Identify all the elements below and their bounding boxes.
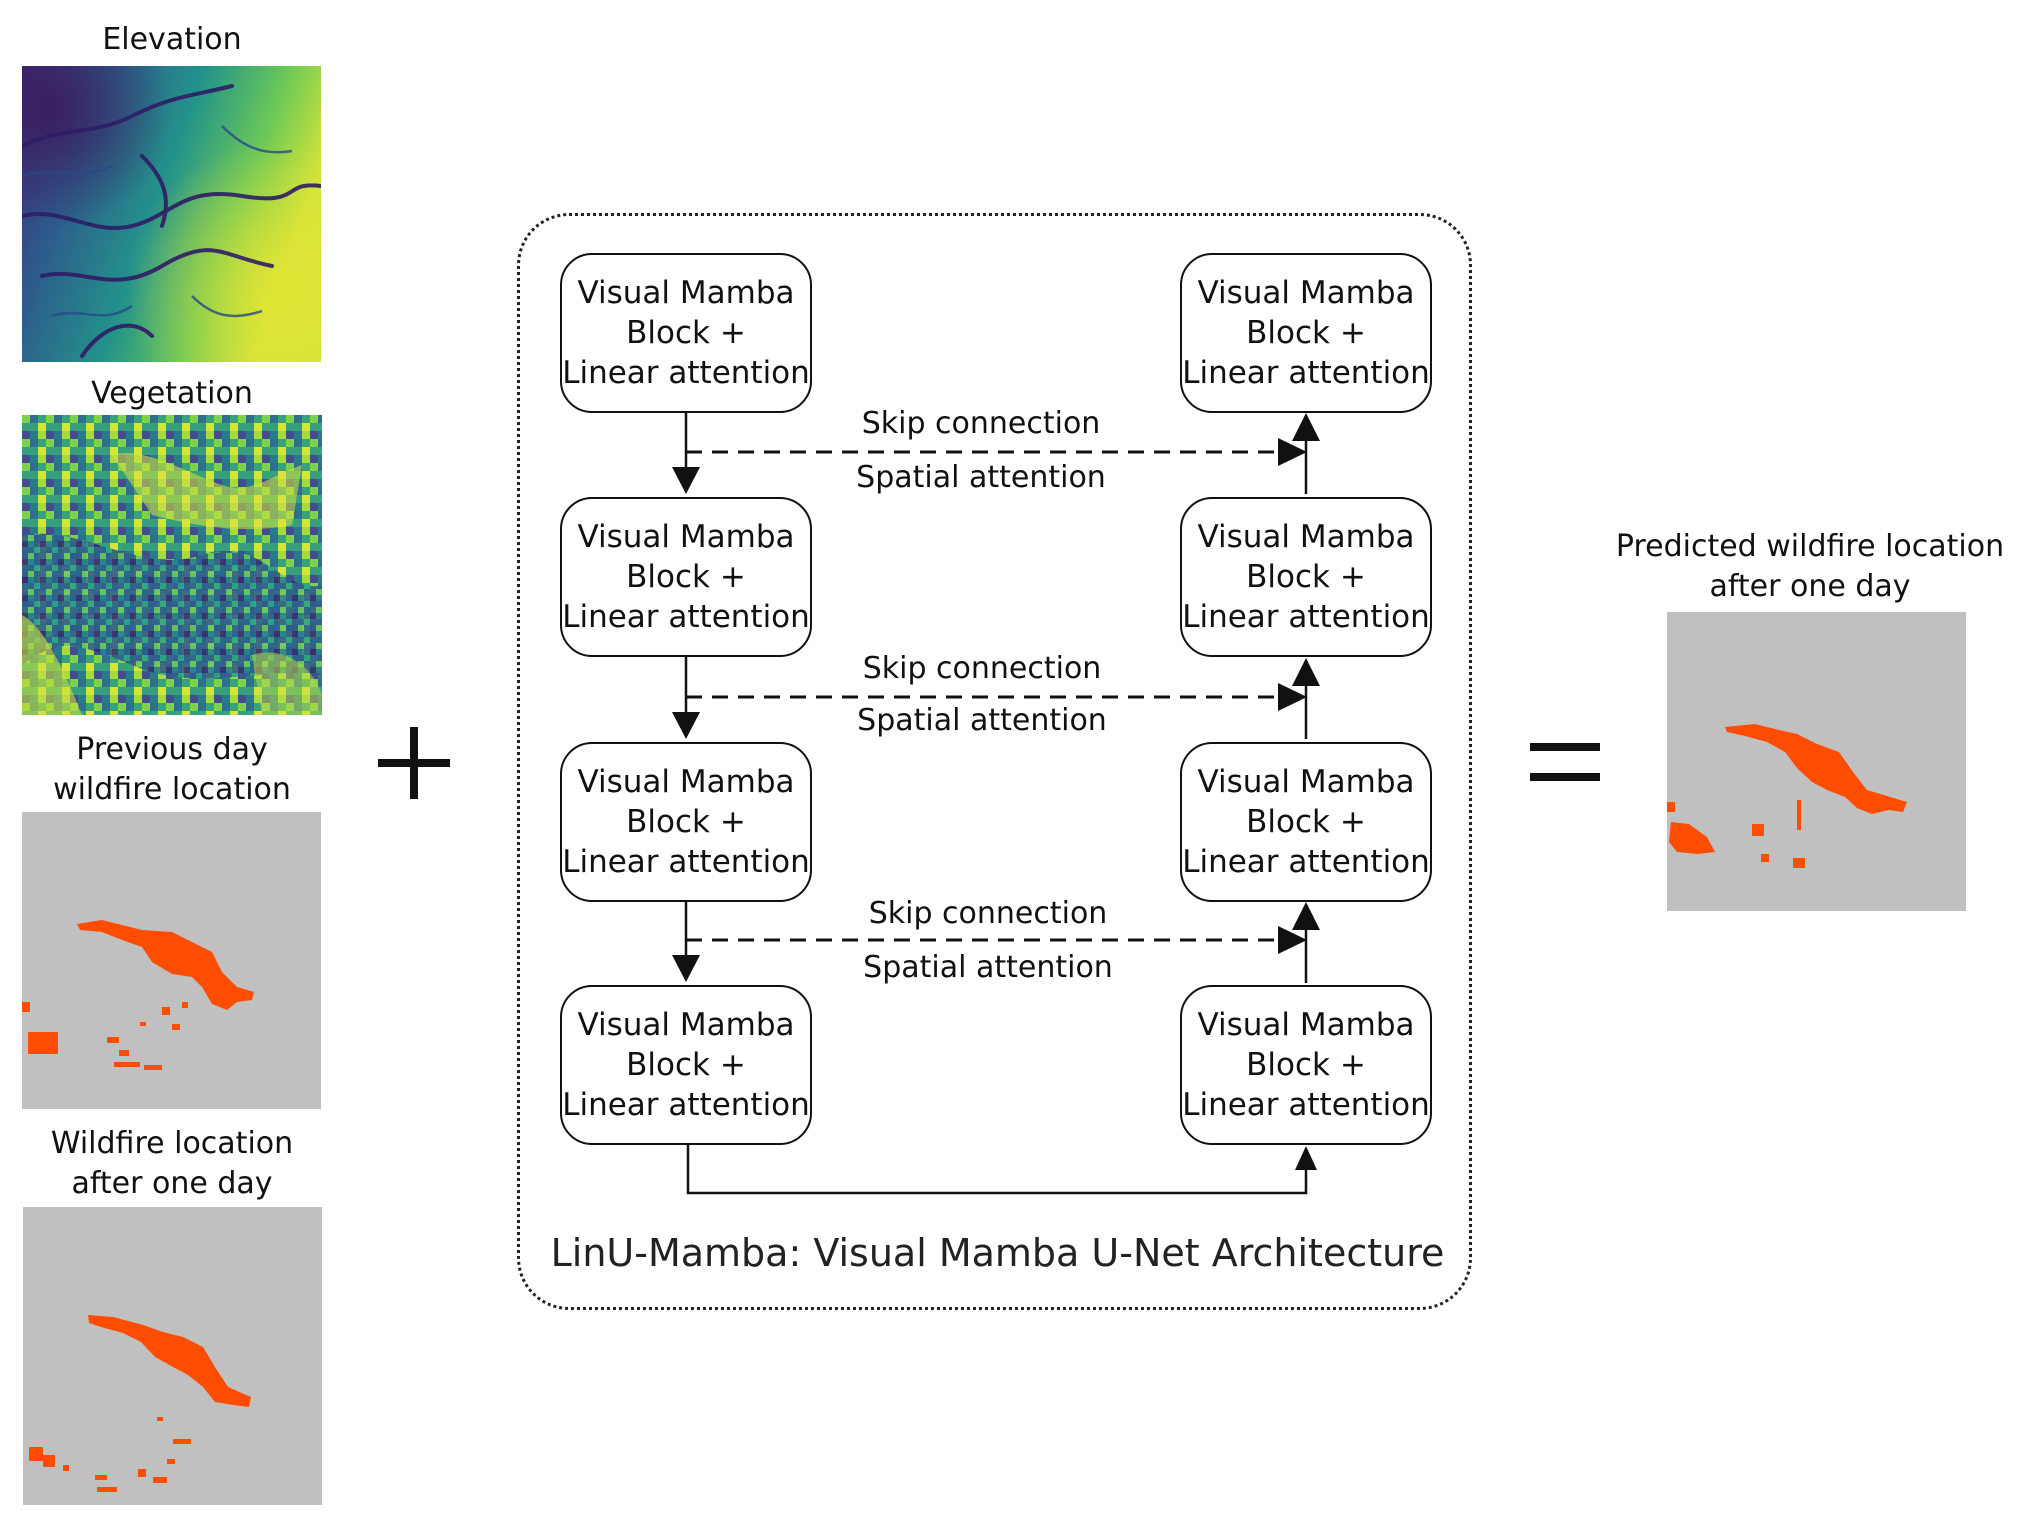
block-line3: Linear attention: [562, 844, 810, 880]
output-label: Predicted wildfire location after one da…: [1600, 527, 2020, 607]
encoder-block-1: Visual Mamba Block + Linear attention: [560, 253, 812, 413]
block-line1: Visual Mamba: [1197, 275, 1415, 311]
elevation-label: Elevation: [102, 22, 242, 57]
skip-label-bottom-2: Spatial attention: [857, 703, 1107, 738]
block-line2: Block +: [626, 1047, 746, 1083]
block-line1: Visual Mamba: [1197, 764, 1415, 800]
block-line2: Block +: [626, 559, 746, 595]
encoder-block-4: Visual Mamba Block + Linear attention: [560, 985, 812, 1145]
block-line3: Linear attention: [562, 355, 810, 391]
next-fire-label-line2: after one day: [71, 1166, 273, 1201]
skip-label-top-1: Skip connection: [861, 406, 1101, 441]
vegetation-map: [22, 415, 322, 715]
block-line1: Visual Mamba: [577, 519, 795, 555]
output-label-line1: Predicted wildfire location: [1615, 529, 2005, 564]
previous-fire-label-line1: Previous day: [76, 732, 268, 767]
block-line3: Linear attention: [1182, 355, 1430, 391]
next-fire-label-line1: Wildfire location: [50, 1126, 294, 1161]
block-line3: Linear attention: [562, 1087, 810, 1123]
decoder-block-2: Visual Mamba Block + Linear attention: [1180, 497, 1432, 657]
skip-label-bottom-3: Spatial attention: [863, 950, 1113, 985]
block-line2: Block +: [626, 315, 746, 351]
equals-icon: [1530, 743, 1600, 781]
block-line2: Block +: [626, 804, 746, 840]
block-line1: Visual Mamba: [577, 764, 795, 800]
block-line3: Linear attention: [1182, 844, 1430, 880]
block-line2: Block +: [1246, 315, 1366, 351]
block-line1: Visual Mamba: [1197, 1007, 1415, 1043]
block-line1: Visual Mamba: [1197, 519, 1415, 555]
block-line2: Block +: [1246, 1047, 1366, 1083]
block-line2: Block +: [1246, 804, 1366, 840]
block-line3: Linear attention: [1182, 1087, 1430, 1123]
skip-label-bottom-1: Spatial attention: [856, 460, 1106, 495]
architecture-title: LinU-Mamba: Visual Mamba U-Net Architect…: [550, 1231, 1445, 1275]
encoder-block-3: Visual Mamba Block + Linear attention: [560, 742, 812, 902]
vegetation-label: Vegetation: [91, 376, 253, 411]
next-fire-map: [23, 1207, 322, 1505]
decoder-block-3: Visual Mamba Block + Linear attention: [1180, 742, 1432, 902]
block-line2: Block +: [1246, 559, 1366, 595]
skip-label-top-3: Skip connection: [868, 896, 1108, 931]
plus-icon: [378, 727, 450, 799]
architecture-frame: [517, 213, 1472, 1310]
skip-label-top-2: Skip connection: [862, 651, 1102, 686]
decoder-block-1: Visual Mamba Block + Linear attention: [1180, 253, 1432, 413]
block-line3: Linear attention: [562, 599, 810, 635]
encoder-block-2: Visual Mamba Block + Linear attention: [560, 497, 812, 657]
elevation-map: [22, 66, 321, 362]
predicted-fire-map: [1667, 612, 1966, 911]
decoder-block-4: Visual Mamba Block + Linear attention: [1180, 985, 1432, 1145]
previous-fire-map: [22, 812, 321, 1109]
block-line3: Linear attention: [1182, 599, 1430, 635]
previous-fire-label-line2: wildfire location: [53, 772, 291, 807]
next-fire-label: Wildfire location after one day: [22, 1124, 322, 1204]
previous-fire-label: Previous day wildfire location: [22, 730, 322, 810]
block-line1: Visual Mamba: [577, 1007, 795, 1043]
block-line1: Visual Mamba: [577, 275, 795, 311]
output-label-line2: after one day: [1709, 569, 1911, 604]
